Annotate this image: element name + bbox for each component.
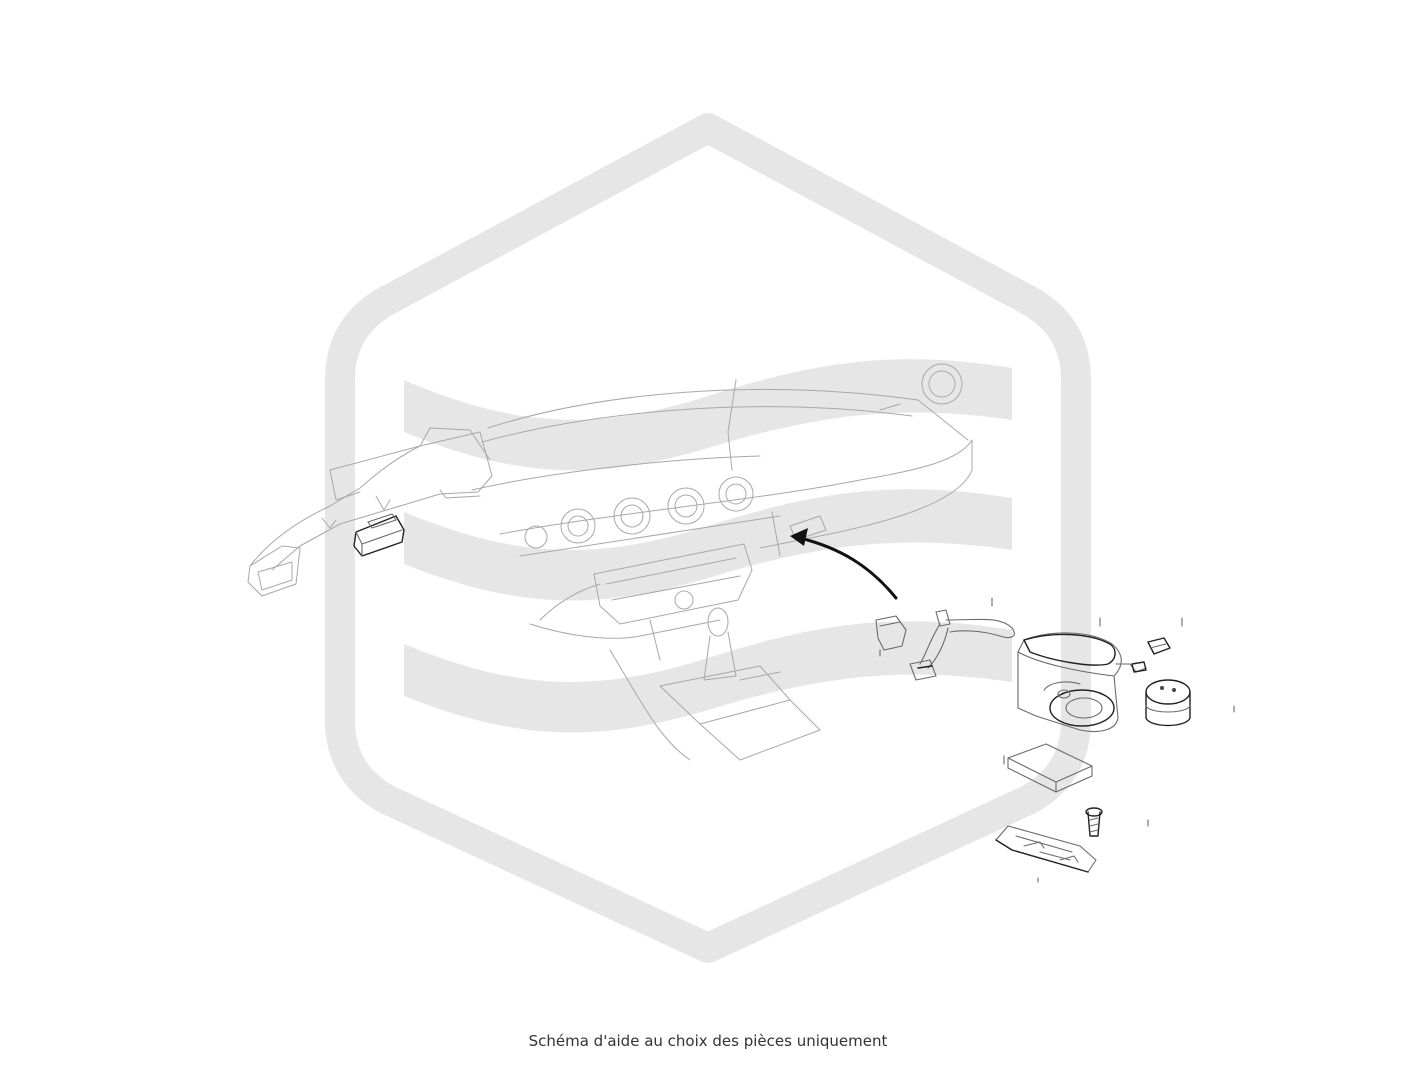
watermark-wave-2 — [404, 489, 1012, 601]
location-arrow — [790, 528, 898, 600]
wiring-harness — [875, 597, 1015, 681]
watermark-wave-1 — [404, 359, 1012, 471]
watermark-logo — [325, 113, 1091, 963]
dashboard-illustration — [471, 363, 973, 761]
diagram-caption: Schéma d'aide au choix des pièces unique… — [528, 1032, 888, 1050]
foam-pad — [1003, 743, 1093, 793]
backup-battery — [1145, 679, 1235, 727]
siren-housing — [1017, 617, 1147, 733]
control-module-left — [353, 513, 405, 557]
air-duct-illustration — [247, 427, 493, 597]
watermark-hexagon — [325, 113, 1091, 963]
mounting-bracket — [995, 825, 1097, 883]
connector-small — [1131, 617, 1183, 673]
bolt — [1085, 807, 1149, 837]
